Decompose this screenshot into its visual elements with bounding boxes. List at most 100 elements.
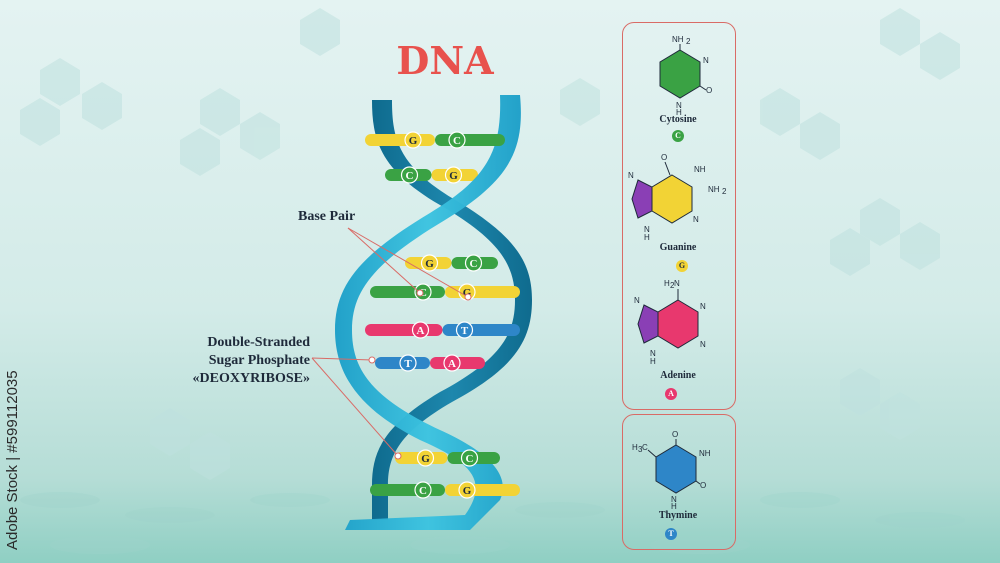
base-C-bead: [448, 131, 466, 149]
base-G-segment: [365, 134, 435, 146]
base-C-letter: C: [406, 170, 414, 182]
base-pair-callout-line-1: [347, 227, 421, 294]
base-C-letter: C: [466, 453, 474, 465]
svg-text:H: H: [650, 357, 656, 366]
watermark: Adobe Stock | #599112035: [4, 330, 34, 550]
base-T-letter: T: [461, 325, 469, 337]
svg-text:O: O: [706, 86, 712, 95]
svg-text:H: H: [664, 279, 670, 288]
base-pair-callout-dot-2: [464, 293, 472, 301]
base-C-letter: C: [470, 258, 478, 270]
svg-text:NH: NH: [672, 35, 684, 44]
base-T-bead: [399, 354, 417, 372]
sugar-phosphate-strand-back: [372, 100, 532, 520]
svg-text:2: 2: [686, 37, 691, 46]
svg-text:N: N: [628, 171, 634, 180]
base-T-letter: T: [404, 358, 412, 370]
svg-text:N: N: [650, 349, 656, 358]
base-C-segment: [370, 484, 445, 496]
base-G-letter: G: [463, 485, 472, 497]
base-G-bead: [416, 449, 435, 467]
svg-text:H: H: [644, 233, 650, 242]
sugar-callout-dot-2: [394, 452, 402, 460]
base-G-bead: [458, 481, 476, 499]
svg-text:C: C: [642, 443, 648, 452]
base-G-bead: [404, 131, 422, 149]
base-G-letter: G: [449, 170, 458, 182]
thymine-card: [622, 414, 736, 550]
svg-text:N: N: [674, 279, 680, 288]
base-C-bead: [460, 449, 479, 467]
base-T-bead: [455, 321, 474, 339]
svg-text:N: N: [676, 101, 682, 110]
svg-text:H: H: [671, 502, 677, 511]
svg-text:N: N: [671, 495, 677, 504]
svg-text:N: N: [703, 56, 709, 65]
purine-pyrimidine-card: [622, 22, 736, 410]
sugar-callout-line-2: [311, 357, 399, 457]
base-G-segment: [445, 286, 520, 298]
page-title: DNA: [396, 38, 494, 83]
base-A-letter: A: [448, 358, 456, 370]
sugar-phosphate-label: Double-Stranded Sugar Phosphate «DEOXYRI…: [160, 334, 310, 388]
svg-text:NH: NH: [708, 185, 720, 194]
base-pair-callout-line-2: [347, 227, 469, 298]
svg-text:3: 3: [638, 445, 643, 454]
sugar-label-line-3: «DEOXYRIBOSE»: [192, 371, 310, 386]
svg-text:N: N: [700, 302, 706, 311]
svg-text:N: N: [693, 215, 699, 224]
base-pair-callout-dot-1: [416, 289, 424, 297]
base-G-letter: G: [425, 258, 434, 270]
svg-text:NH: NH: [699, 449, 711, 458]
svg-text:O: O: [672, 430, 678, 439]
base-C-letter: C: [453, 135, 461, 147]
svg-text:H: H: [632, 443, 638, 452]
base-C-bead: [400, 166, 419, 184]
guanine-name: Guanine: [659, 242, 697, 253]
base-C-segment: [370, 286, 445, 298]
base-G-letter: G: [463, 287, 472, 299]
base-pair-label: Base Pair: [298, 209, 356, 224]
sugar-label-line-1: Double-Stranded: [207, 335, 310, 350]
base-A-letter: A: [417, 325, 425, 337]
base-A-segment: [365, 324, 443, 336]
base-G-letter: G: [409, 135, 418, 147]
svg-text:2: 2: [670, 281, 675, 290]
base-G-segment: [445, 484, 520, 496]
cytosine-badge: C: [672, 130, 684, 142]
base-T-segment: [442, 324, 520, 336]
watermark-text: Adobe Stock | #599112035: [4, 370, 21, 550]
svg-text:O: O: [661, 153, 667, 162]
svg-text:N: N: [700, 340, 706, 349]
base-G-bead: [444, 166, 463, 184]
sugar-label-line-2: Sugar Phosphate: [208, 353, 310, 368]
thymine-name: Thymine: [658, 510, 698, 521]
base-C-bead: [464, 254, 483, 272]
base-A-bead: [443, 354, 461, 372]
adenine-name: Adenine: [660, 370, 696, 381]
base-G-bead: [420, 254, 439, 272]
base-C-bead: [414, 481, 432, 499]
sugar-callout-line-1: [311, 357, 373, 361]
svg-text:N: N: [644, 225, 650, 234]
base-C-letter: C: [419, 485, 427, 497]
base-pair-rung: CG: [370, 283, 520, 301]
base-A-bead: [411, 321, 430, 339]
base-G-letter: G: [421, 453, 430, 465]
svg-text:N: N: [634, 296, 640, 305]
base-C-segment: [435, 134, 505, 146]
svg-text:NH: NH: [694, 165, 706, 174]
